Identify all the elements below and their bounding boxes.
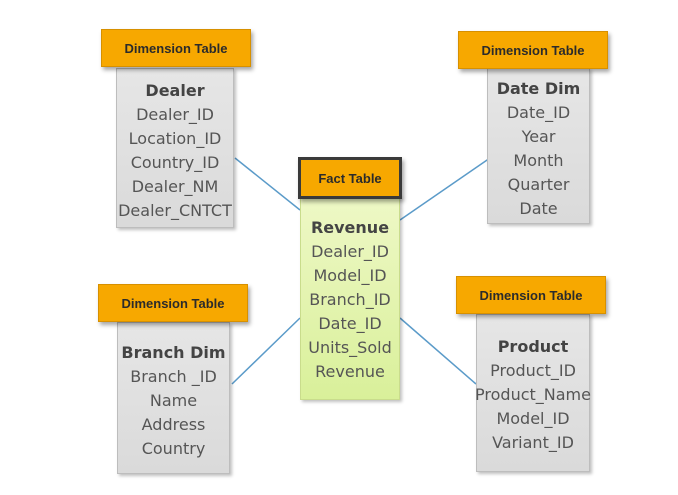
fact-field: Date_ID (318, 314, 382, 333)
dealer-field: Location_ID (128, 129, 222, 148)
connector-product-fact (399, 317, 477, 385)
product-field: Model_ID (496, 409, 570, 428)
dealer-field: Dealer_ID (136, 105, 214, 124)
product-table-title: Product (497, 337, 569, 356)
date-dim-table-title: Date Dim (496, 79, 581, 98)
dealer-field: Dealer_NM (131, 177, 219, 196)
dimension-table-tag-date-dim: Dimension Table (458, 31, 608, 69)
fact-table: Revenue Dealer_ID Model_ID Branch_ID Dat… (300, 195, 400, 400)
product-table: Product Product_ID Product_Name Model_ID… (475, 314, 591, 472)
date-dim-field: Month (513, 151, 564, 170)
fact-table-title: Revenue (310, 218, 390, 237)
product-field: Variant_ID (492, 433, 574, 452)
dealer-table-title: Dealer (145, 81, 205, 100)
fact-field: Dealer_ID (311, 242, 389, 261)
dealer-table: Dealer Dealer_ID Location_ID Country_ID … (116, 68, 234, 228)
dimension-table-tag-product: Dimension Table (456, 276, 606, 314)
connector-dealer-fact (234, 157, 301, 211)
date-dim-table: Date Dim Date_ID Year Month Quarter Date (487, 68, 590, 224)
fact-field: Units_Sold (308, 338, 392, 357)
branch-dim-field: Country (141, 439, 206, 458)
branch-dim-field: Name (149, 391, 198, 410)
date-dim-field: Quarter (507, 175, 570, 194)
dealer-field: Country_ID (130, 153, 220, 172)
dimension-table-tag-branch-dim: Dimension Table (98, 284, 248, 322)
branch-dim-field: Address (141, 415, 206, 434)
date-dim-field: Date (519, 199, 558, 218)
branch-dim-table-title: Branch Dim (121, 343, 226, 362)
fact-field: Branch_ID (309, 290, 391, 309)
fact-table-tag: Fact Table (298, 157, 402, 199)
dimension-table-tag-dealer: Dimension Table (101, 29, 251, 67)
branch-dim-table: Branch Dim Branch _ID Name Address Count… (117, 322, 230, 474)
date-dim-field: Date_ID (506, 103, 571, 122)
fact-field: Revenue (315, 362, 385, 381)
connector-branchdim-fact (231, 317, 301, 385)
dealer-field: Dealer_CNTCT (118, 201, 232, 220)
date-dim-field: Year (521, 127, 556, 146)
fact-field: Model_ID (313, 266, 387, 285)
connector-datedim-fact (399, 157, 491, 221)
product-field: Product_ID (490, 361, 576, 380)
branch-dim-field: Branch _ID (130, 367, 217, 386)
product-field: Product_Name (475, 385, 591, 404)
